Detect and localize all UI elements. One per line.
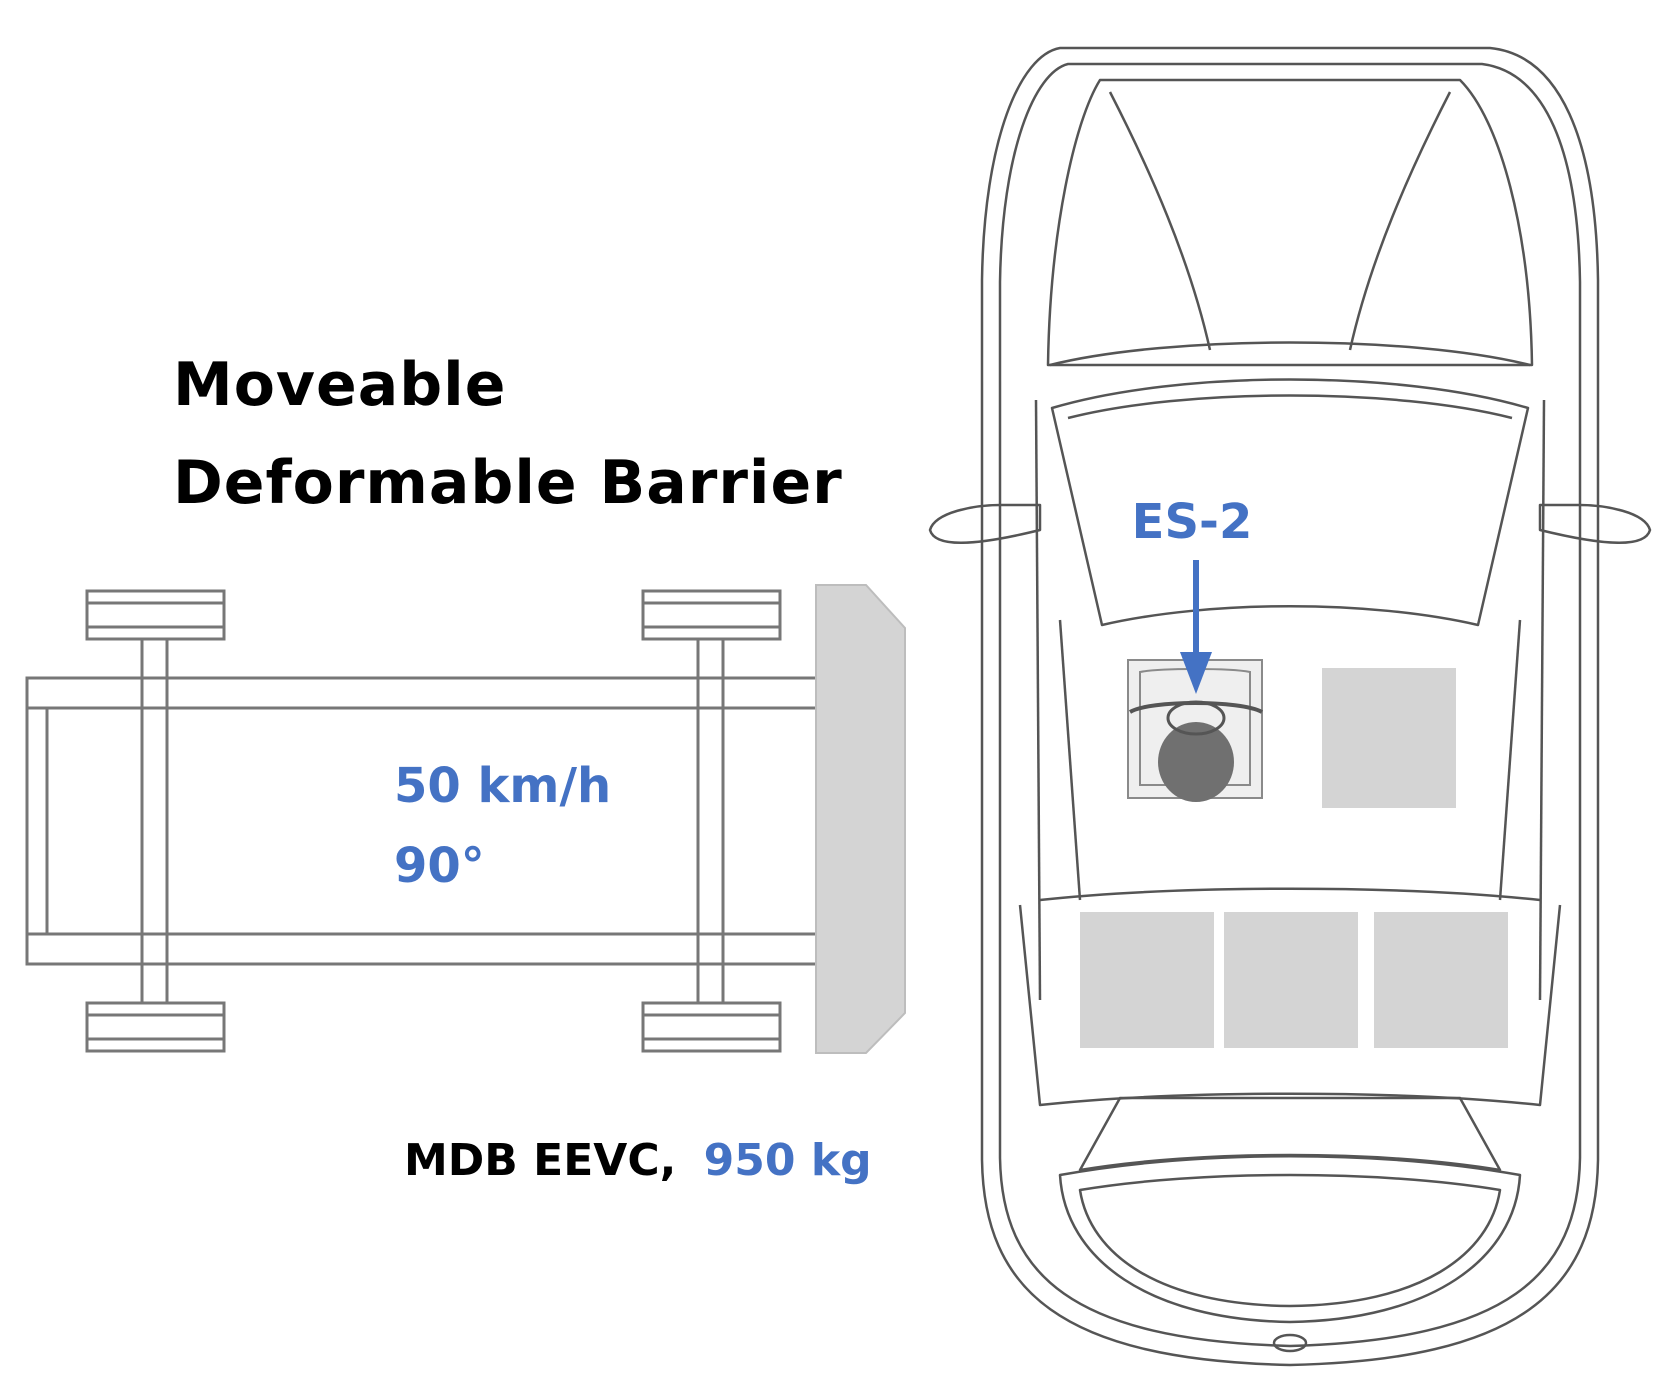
vehicle-body-outline [980,46,1600,1367]
barrier-title-line1: Moveable [173,350,506,420]
barrier-spec-label: MDB EEVC, 950 kg [404,1135,872,1186]
vehicle-mirror-left [928,503,1042,544]
rear-seat-left [1080,912,1214,1048]
vehicle-illustration [928,46,1652,1367]
speed-label: 50 km/h [394,758,611,814]
es2-dummy [1158,722,1234,802]
barrier-chassis [25,676,829,966]
barrier-wheel-rear-bottom [85,1001,226,1053]
passenger-seat [1322,668,1456,808]
barrier-wheel-rear-top [85,589,226,641]
vehicle-mirror-right [1538,503,1652,544]
vehicle-hood [1046,78,1534,367]
rear-seat-middle [1224,912,1358,1048]
vehicle-seats [1080,659,1508,1048]
barrier-spec-prefix: MDB EEVC, [404,1135,676,1186]
es2-pointer-arrow [1180,560,1212,694]
barrier-spec-mass: 950 kg [704,1135,872,1186]
vehicle-trunk [1058,1155,1522,1324]
vehicle-rear-window [1078,1096,1502,1172]
barrier-deformable-face [815,584,906,1054]
barrier-wheel-front-bottom [641,1001,782,1053]
barrier-wheel-front-top [641,589,782,641]
barrier-illustration [25,584,906,1054]
barrier-title-line2: Deformable Barrier [173,448,843,518]
rear-seat-right [1374,912,1508,1048]
es2-label: ES-2 [1132,494,1253,550]
angle-label: 90° [394,838,485,894]
vehicle-windshield [1050,378,1530,627]
